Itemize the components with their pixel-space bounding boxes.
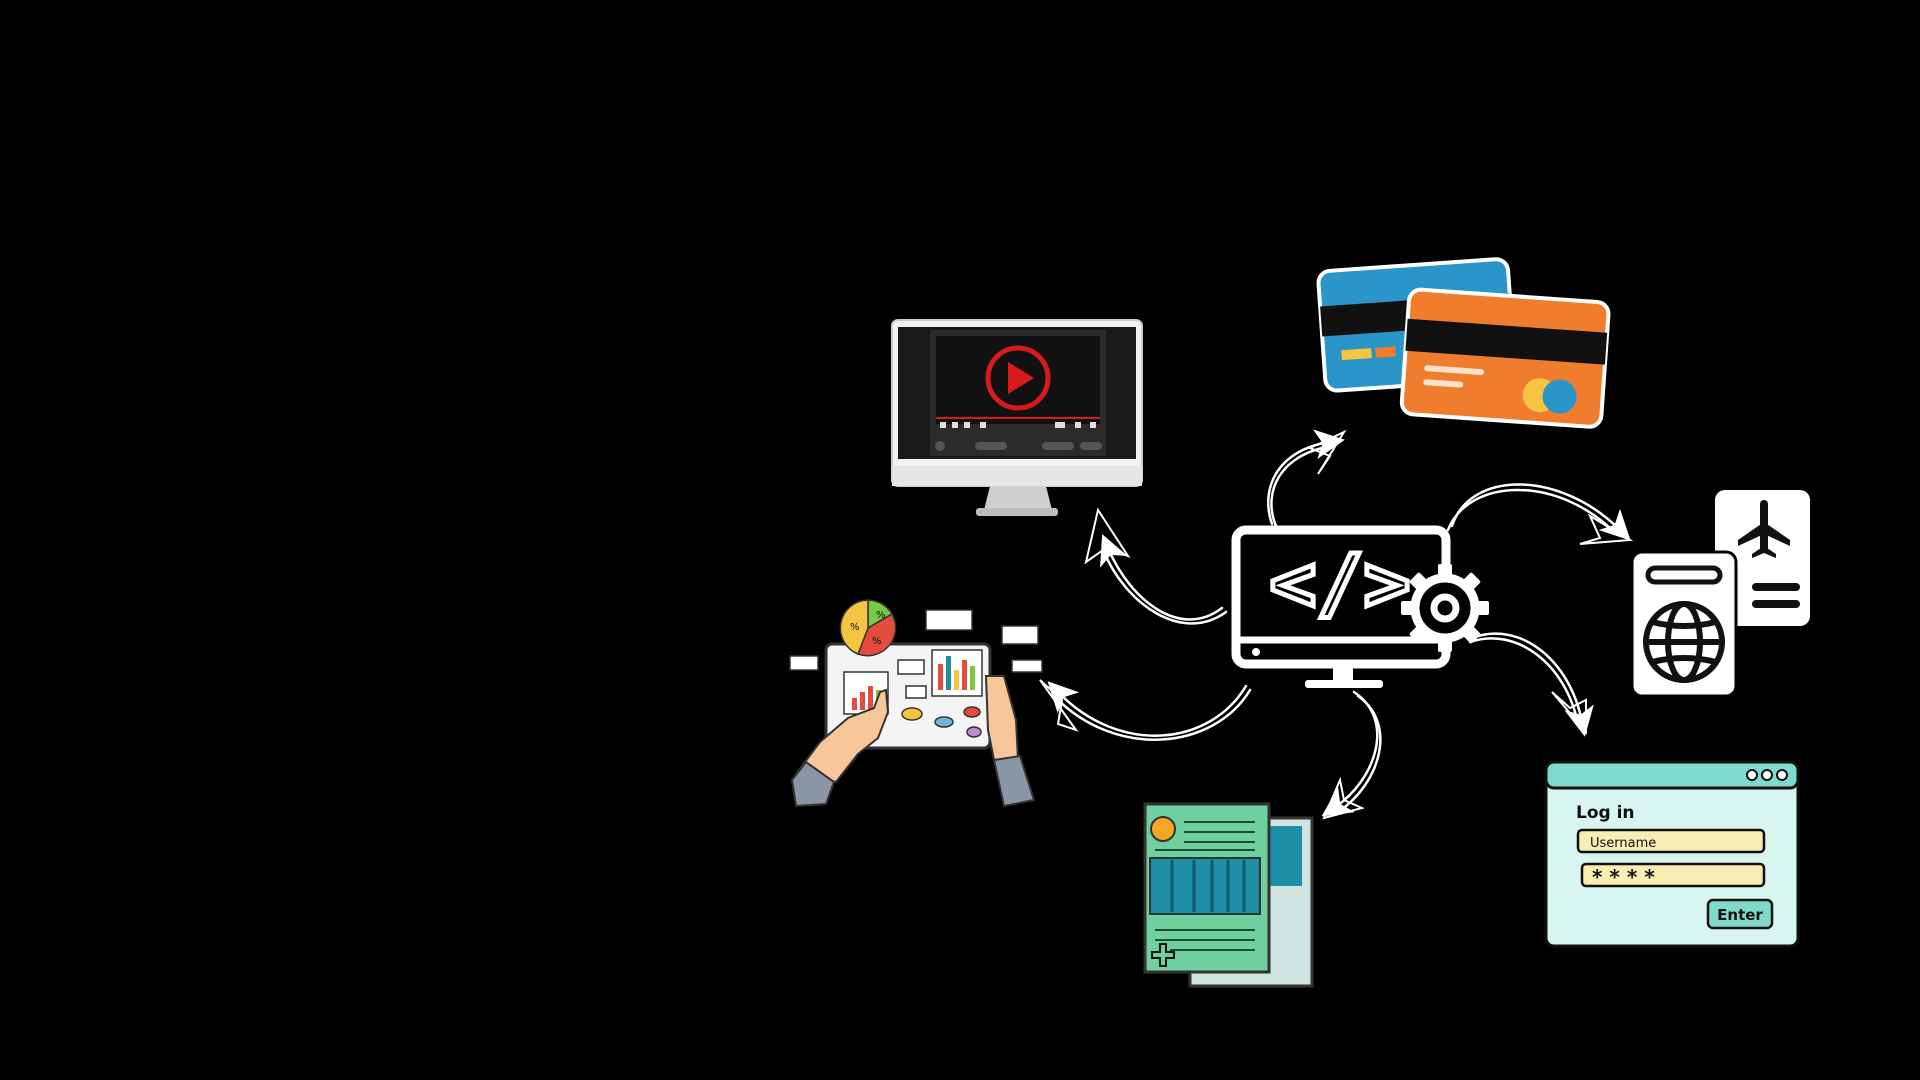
video-player-monitor-icon bbox=[891, 319, 1143, 516]
login-title: Log in bbox=[1576, 803, 1635, 823]
pie-label-2: % bbox=[850, 622, 860, 633]
arrow-to-cards bbox=[1267, 429, 1345, 526]
password-mask: * * * * bbox=[1592, 865, 1655, 889]
pie-label-1: % bbox=[876, 610, 886, 621]
arrow-to-video bbox=[1100, 534, 1224, 621]
enter-button-label: Enter bbox=[1717, 906, 1763, 924]
arrow-tips bbox=[1039, 429, 1634, 820]
tablet-analytics-icon: % % % bbox=[789, 599, 1043, 808]
arrow-to-tablet bbox=[1047, 681, 1248, 737]
pie-chart-icon: % % % bbox=[839, 599, 897, 657]
pie-label-3: % bbox=[872, 636, 882, 647]
airplane-icon bbox=[1738, 500, 1790, 558]
login-window-icon: Log in Username * * * * Enter bbox=[1544, 760, 1800, 948]
globe-icon bbox=[1643, 601, 1725, 683]
plus-icon bbox=[1151, 943, 1175, 967]
passport-boarding-pass-icon bbox=[1630, 490, 1810, 698]
code-monitor-gear-icon: </> bbox=[1231, 525, 1489, 688]
right-hand-icon bbox=[984, 675, 1020, 761]
username-placeholder: Username bbox=[1590, 836, 1656, 851]
code-symbol: </> bbox=[1270, 539, 1411, 629]
arrow-to-login bbox=[1470, 632, 1594, 737]
credit-cards-icon bbox=[1316, 257, 1611, 429]
arrows bbox=[1047, 429, 1631, 817]
play-button-icon bbox=[985, 345, 1051, 411]
left-hand-icon bbox=[794, 688, 890, 784]
document-pages-icon bbox=[1143, 802, 1314, 988]
gear-icon bbox=[1401, 564, 1489, 652]
